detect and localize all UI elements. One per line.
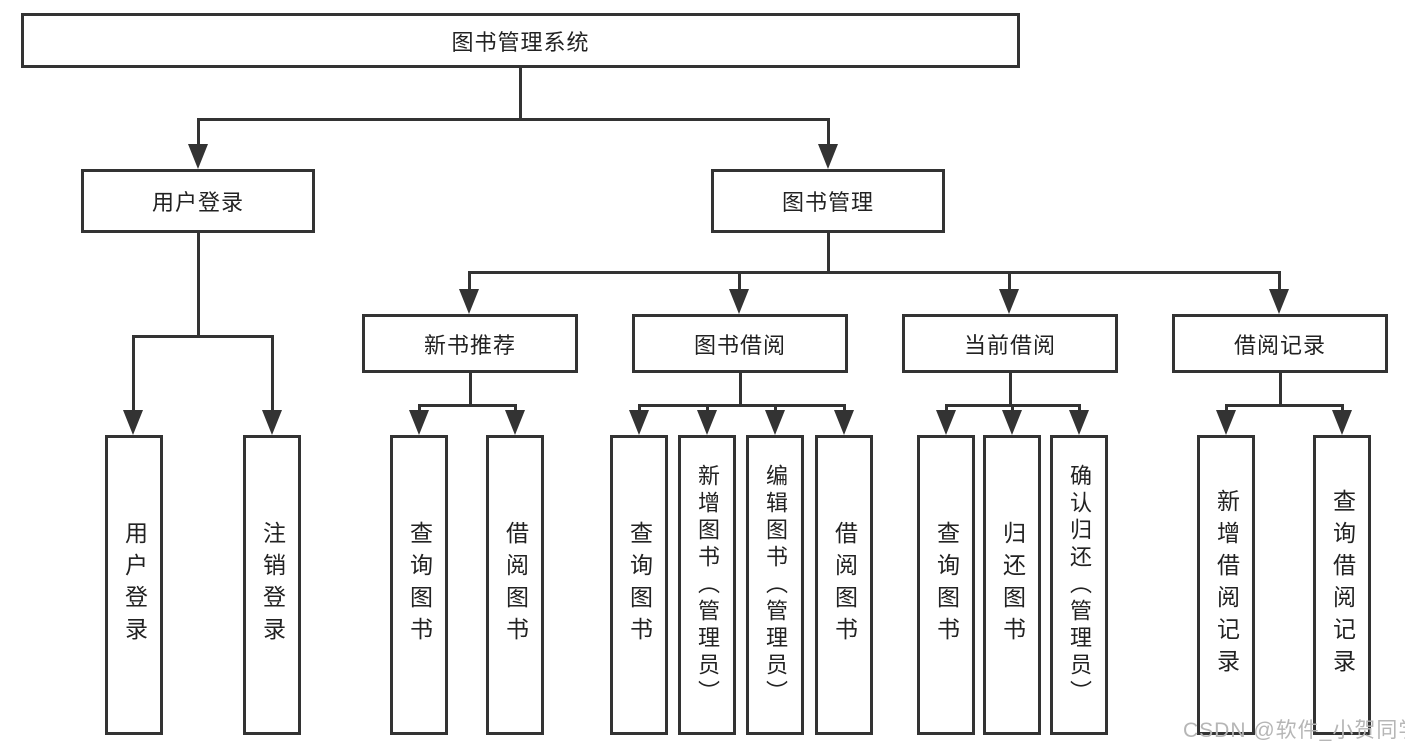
leaf-logout-label: 注销登录 xyxy=(259,521,286,649)
node-borrow-records: 借阅记录 xyxy=(1172,314,1388,373)
connector-user-login-stem xyxy=(196,233,200,338)
node-user-login-label: 用户登录 xyxy=(151,190,244,215)
leaf-nbr-borrow-books-label: 借阅图书 xyxy=(502,521,529,649)
leaf-bb-query-books: 查询图书 xyxy=(610,435,668,735)
leaf-bb-edit-books-admin-label: 编辑图书（管理员） xyxy=(763,463,788,707)
arrow-to-book-mgmt xyxy=(817,119,839,169)
arrow-to-logout-leaf xyxy=(261,335,283,435)
node-book-borrow-label: 图书借阅 xyxy=(693,332,786,358)
connector-new-book-rec-bus xyxy=(418,404,517,407)
node-root-label: 图书管理系统 xyxy=(451,29,590,55)
connector-book-borrow-stem xyxy=(738,373,742,407)
node-user-login: 用户登录 xyxy=(81,169,315,233)
node-new-book-rec-label: 新书推荐 xyxy=(423,332,516,358)
leaf-nbr-query-books-label: 查询图书 xyxy=(406,521,433,649)
node-current-borrow: 当前借阅 xyxy=(902,314,1118,373)
leaf-bb-borrow-books-label: 借阅图书 xyxy=(831,521,858,649)
leaf-cb-return-books: 归还图书 xyxy=(983,435,1041,735)
leaf-br-query-record: 查询借阅记录 xyxy=(1313,435,1371,735)
node-book-borrow: 图书借阅 xyxy=(632,314,848,373)
connector-level3-bus xyxy=(468,271,1281,274)
connector-new-book-rec-stem xyxy=(468,373,472,407)
arrow-to-new-book-rec xyxy=(458,271,480,314)
arrow-nbr-query xyxy=(408,404,430,435)
arrow-bb-edit xyxy=(764,404,786,435)
leaf-br-query-record-label: 查询借阅记录 xyxy=(1329,489,1356,681)
leaf-bb-borrow-books: 借阅图书 xyxy=(815,435,873,735)
leaf-cb-query-books: 查询图书 xyxy=(917,435,975,735)
node-book-mgmt-label: 图书管理 xyxy=(781,190,874,215)
arrow-to-login-leaf xyxy=(122,335,144,435)
leaf-logout: 注销登录 xyxy=(243,435,301,735)
leaf-user-login: 用户登录 xyxy=(105,435,163,735)
node-book-mgmt: 图书管理 xyxy=(711,169,945,233)
leaf-bb-edit-books-admin: 编辑图书（管理员） xyxy=(746,435,804,735)
arrow-to-current-borrow xyxy=(998,271,1020,314)
arrow-to-borrow-records xyxy=(1268,271,1290,314)
leaf-nbr-query-books: 查询图书 xyxy=(390,435,448,735)
arrow-to-user-login xyxy=(187,119,209,169)
leaf-cb-confirm-return-admin: 确认归还（管理员） xyxy=(1050,435,1108,735)
arrow-bb-query xyxy=(628,404,650,435)
node-borrow-records-label: 借阅记录 xyxy=(1233,332,1326,358)
arrow-to-book-borrow xyxy=(728,271,750,314)
connector-root-trunk xyxy=(518,68,522,121)
arrow-nbr-borrow xyxy=(504,404,526,435)
arrow-cb-query xyxy=(935,404,957,435)
connector-book-borrow-bus xyxy=(638,404,846,407)
leaf-br-add-record-label: 新增借阅记录 xyxy=(1213,489,1240,681)
node-new-book-rec: 新书推荐 xyxy=(362,314,578,373)
node-current-borrow-label: 当前借阅 xyxy=(963,332,1056,358)
leaf-br-add-record: 新增借阅记录 xyxy=(1197,435,1255,735)
node-root-library-system: 图书管理系统 xyxy=(21,13,1020,68)
connector-current-borrow-stem xyxy=(1008,373,1012,407)
leaf-bb-add-books-admin: 新增图书（管理员） xyxy=(678,435,736,735)
leaf-cb-return-books-label: 归还图书 xyxy=(999,521,1026,649)
connector-level2-bus xyxy=(197,118,830,121)
connector-book-mgmt-stem xyxy=(826,233,830,274)
leaf-cb-confirm-return-admin-label: 确认归还（管理员） xyxy=(1067,463,1092,707)
arrow-bb-add xyxy=(696,404,718,435)
arrow-br-query xyxy=(1331,404,1353,435)
arrow-bb-borrow xyxy=(833,404,855,435)
arrow-cb-return xyxy=(1001,404,1023,435)
leaf-bb-query-books-label: 查询图书 xyxy=(626,521,653,649)
leaf-nbr-borrow-books: 借阅图书 xyxy=(486,435,544,735)
csdn-watermark: CSDN @软件_小贺同学 xyxy=(1183,719,1405,742)
leaf-user-login-label: 用户登录 xyxy=(121,521,148,649)
arrow-cb-confirm xyxy=(1068,404,1090,435)
connector-borrow-records-stem xyxy=(1278,373,1282,407)
connector-borrow-records-bus xyxy=(1225,404,1344,407)
connector-user-login-bus xyxy=(132,335,274,338)
leaf-cb-query-books-label: 查询图书 xyxy=(933,521,960,649)
arrow-br-add xyxy=(1215,404,1237,435)
leaf-bb-add-books-admin-label: 新增图书（管理员） xyxy=(695,463,720,707)
